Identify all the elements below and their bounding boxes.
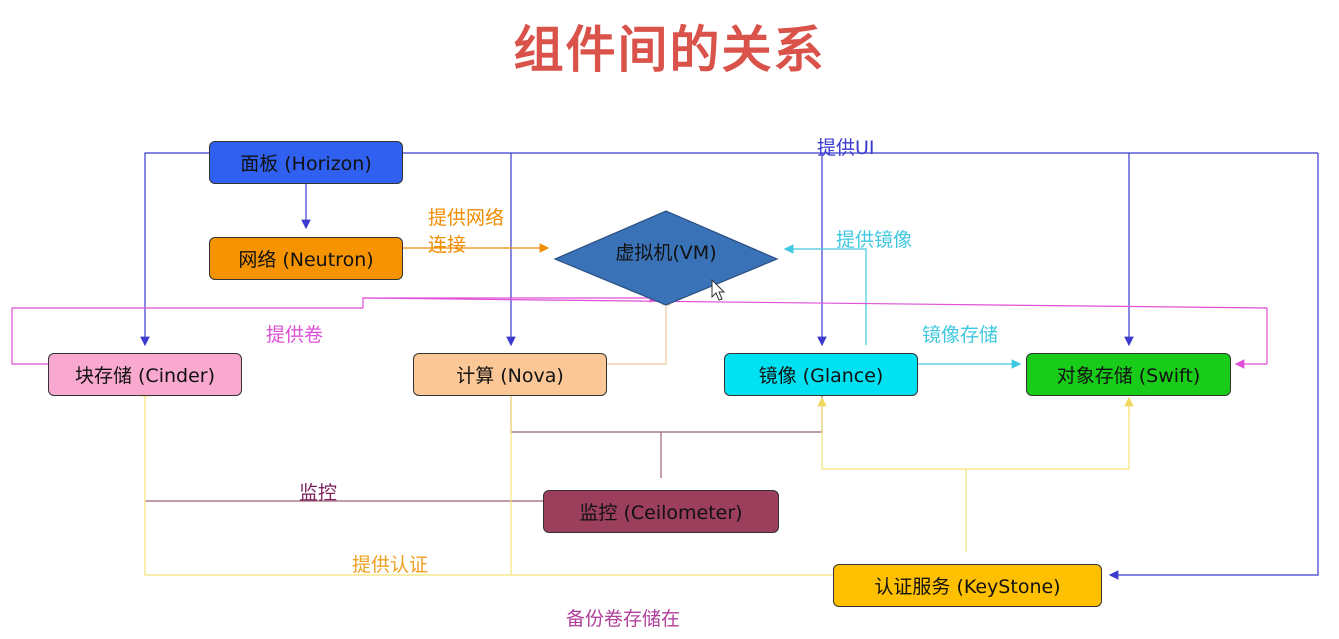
provide-ui-label: 提供UI — [817, 137, 875, 159]
volume-connections — [11, 293, 1268, 369]
provide-image-label: 提供镜像 — [836, 229, 913, 251]
nova-node: 计算 (Nova) — [413, 353, 607, 396]
backup-volume-label: 备份卷存储在 — [566, 608, 681, 630]
cinder-node: 块存储 (Cinder) — [48, 353, 242, 396]
keystone-node: 认证服务 (KeyStone) — [833, 564, 1102, 607]
vm-node-shape — [553, 210, 779, 306]
image-line-vm — [783, 244, 867, 345]
ceilometer-node: 监控 (Ceilometer) — [543, 490, 779, 533]
provide-network-label-2: 连接 — [428, 234, 467, 256]
ui-line-keystone — [1108, 153, 1319, 580]
auth-line-cinder — [140, 386, 833, 576]
vm-node-label: 虚拟机(VM) — [615, 242, 717, 264]
ui-connections — [140, 152, 1319, 580]
neutron-node: 网络 (Neutron) — [209, 237, 403, 280]
horizon-node: 面板 (Horizon) — [209, 141, 403, 184]
ui-line-cinder — [140, 152, 209, 347]
cursor-icon — [711, 278, 726, 301]
diagram-title: 组件间的关系 — [513, 21, 826, 79]
monitor-label: 监控 — [299, 482, 338, 504]
nova-vm-line — [607, 295, 671, 365]
provide-network-label-1: 提供网络 — [428, 207, 505, 229]
swift-node: 对象存储 (Swift) — [1026, 353, 1231, 396]
monitor-connections — [145, 396, 823, 502]
glance-node: 镜像 (Glance) — [724, 353, 918, 396]
monitor-line-nova-glance — [510, 396, 823, 433]
provide-volume-label: 提供卷 — [266, 324, 324, 346]
image-connections — [783, 244, 1022, 369]
auth-connections — [140, 386, 1134, 576]
image-storage-label: 镜像存储 — [922, 324, 999, 346]
backup-line — [362, 297, 1268, 369]
provide-auth-label: 提供认证 — [352, 554, 429, 576]
auth-line-glance-swift — [821, 403, 1130, 470]
